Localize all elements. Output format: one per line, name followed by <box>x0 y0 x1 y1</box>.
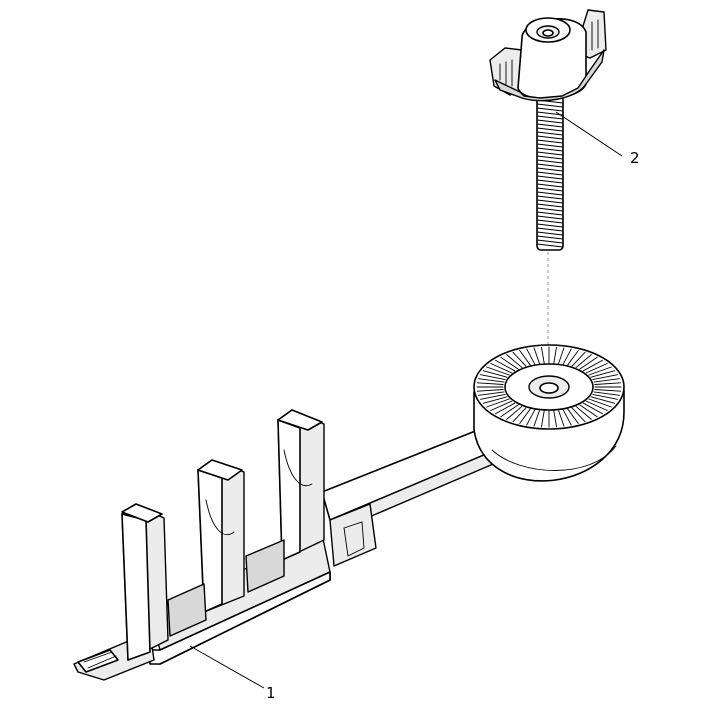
prong-left <box>121 503 169 661</box>
screw-wing-head <box>489 9 607 102</box>
callout-1: 1 <box>189 645 276 702</box>
callout-2-label: 2 <box>630 149 640 167</box>
callout-2: 2 <box>555 111 640 167</box>
bracket-arm <box>73 344 625 681</box>
thumb-screw <box>489 9 607 251</box>
channel-wall-1 <box>167 583 207 637</box>
base-bottom-edge <box>149 571 331 665</box>
serrated-teeth <box>476 346 622 428</box>
screw-thread <box>536 95 564 251</box>
prong-middle <box>197 459 245 613</box>
prong-right <box>277 409 325 561</box>
arm-neck <box>329 503 377 567</box>
channel-wall-2 <box>245 539 285 593</box>
ring-hub <box>473 344 625 482</box>
callout-1-label: 1 <box>266 684 276 702</box>
